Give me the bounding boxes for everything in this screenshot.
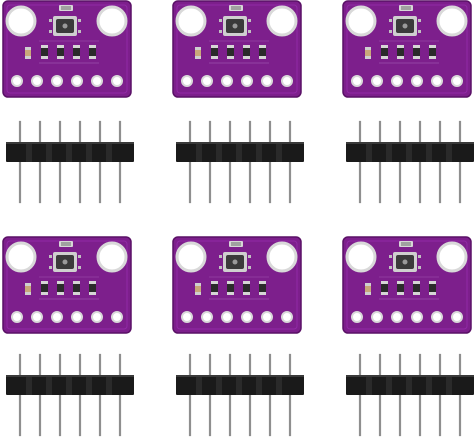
sensor-module-4 (1, 235, 133, 335)
pin-header-1 (4, 120, 136, 204)
pin-header-4 (4, 353, 136, 437)
sensor-module-2 (171, 0, 303, 99)
sensor-module-6 (341, 235, 473, 335)
pin-header-2 (174, 120, 306, 204)
pin-header-5 (174, 353, 306, 437)
pin-header-6 (344, 353, 474, 437)
sensor-module-1 (1, 0, 133, 99)
sensor-module-5 (171, 235, 303, 335)
pin-header-3 (344, 120, 474, 204)
sensor-module-3 (341, 0, 473, 99)
